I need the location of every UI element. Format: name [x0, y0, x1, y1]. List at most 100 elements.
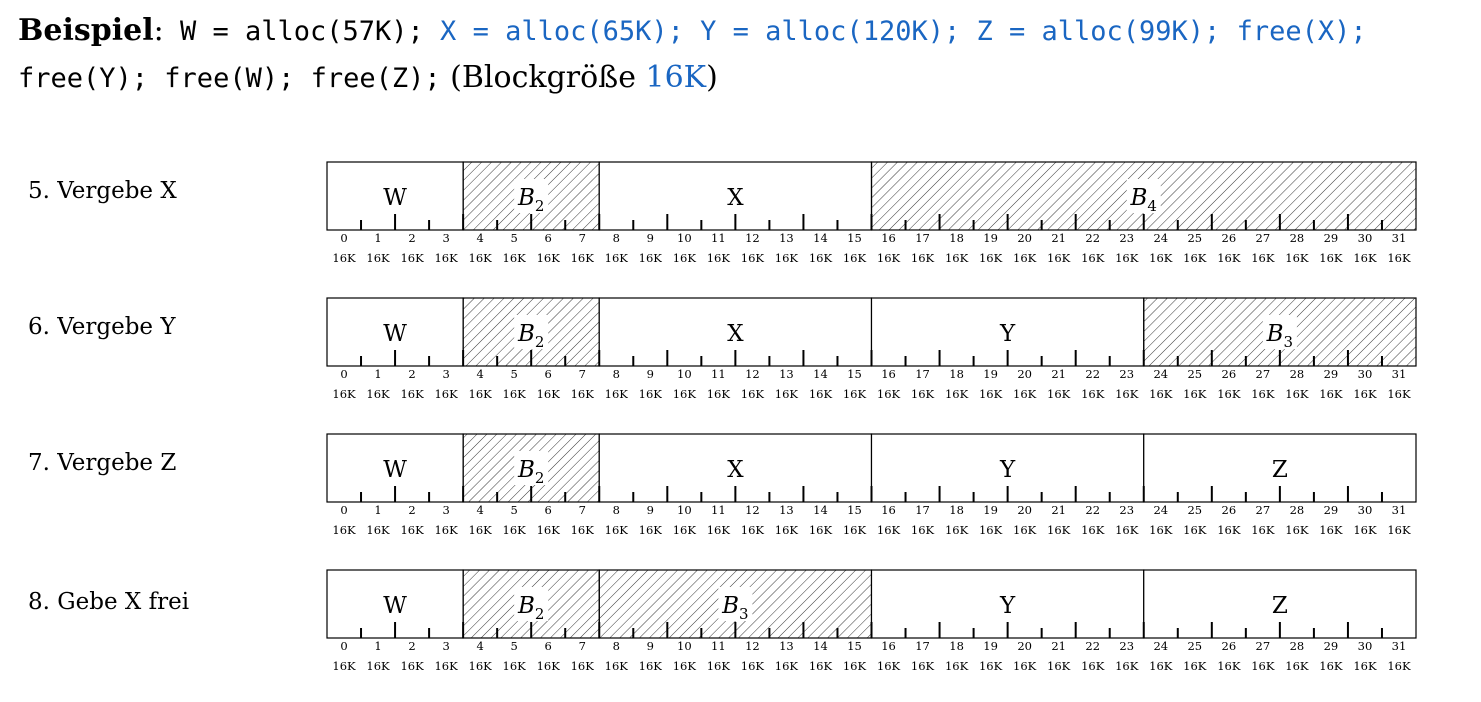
block-size-label: 16K [366, 523, 390, 537]
block-index-label: 17 [915, 231, 930, 245]
block-size-label: 16K [1319, 523, 1343, 537]
block-index-label: 15 [847, 639, 862, 653]
block-index-label: 29 [1324, 503, 1339, 517]
segment-label: Z [1272, 593, 1288, 619]
block-size-label: 16K [809, 387, 833, 401]
segment-label: Y [999, 593, 1016, 619]
block-size-label: 16K [877, 659, 901, 673]
block-size-label: 16K [366, 387, 390, 401]
block-size-label: 16K [537, 387, 561, 401]
block-size-label: 16K [877, 251, 901, 265]
example-header: Beispiel: W = alloc(57K); X = alloc(65K)… [18, 8, 1478, 102]
label-background [514, 451, 549, 485]
block-size-label: 16K [1013, 387, 1037, 401]
block-size-label: 16K [1285, 387, 1309, 401]
label-background [1126, 179, 1161, 213]
block-index-label: 5 [511, 367, 518, 381]
block-size-label: 16K [639, 659, 663, 673]
block-index-label: 19 [983, 367, 998, 381]
subscript: 2 [535, 197, 545, 215]
block-index-label: 19 [983, 503, 998, 517]
block-size-label: 16K [1285, 659, 1309, 673]
block-index-label: 0 [340, 231, 347, 245]
block-size-label: 16K [911, 387, 935, 401]
subscript: 3 [1284, 333, 1294, 351]
segment-label: W [383, 321, 407, 347]
block-index-label: 18 [949, 503, 964, 517]
block-size-label: 16K [434, 387, 458, 401]
block-index-label: 17 [915, 367, 930, 381]
block-index-label: 15 [847, 503, 862, 517]
block-size-label: 16K [877, 387, 901, 401]
block-size-label: 16K [673, 659, 697, 673]
block-size-label: 16K [1217, 659, 1241, 673]
segment-label: Z [1272, 457, 1288, 483]
block-index-label: 6 [545, 367, 552, 381]
block-index-label: 10 [677, 503, 692, 517]
block-size-label: 16K [503, 251, 527, 265]
block-size-label: 16K [1319, 659, 1343, 673]
block-size-label: 16K [605, 659, 629, 673]
block-index-label: 28 [1290, 367, 1305, 381]
block-index-label: 8 [613, 231, 620, 245]
subscript: 2 [535, 605, 545, 623]
block-index-label: 9 [647, 639, 654, 653]
block-size-label: 16K [571, 659, 595, 673]
block-size-label: 16K [1251, 387, 1275, 401]
block-index-label: 18 [949, 639, 964, 653]
subscript: 2 [535, 469, 545, 487]
block-index-label: 13 [779, 231, 794, 245]
block-size-label: 16K [1149, 523, 1173, 537]
block-size-label: 16K [843, 659, 867, 673]
block-index-label: 13 [779, 367, 794, 381]
block-size-label: 16K [1217, 523, 1241, 537]
block-index-label: 5 [511, 639, 518, 653]
block-size-label: 16K [1217, 251, 1241, 265]
block-size-label: 16K [945, 523, 969, 537]
segment-label: X [727, 457, 744, 483]
block-size-label: 16K [1353, 659, 1377, 673]
block-size-label: 16K [911, 523, 935, 537]
block-size-label: 16K [537, 523, 561, 537]
block-size-label: 16K [1115, 659, 1139, 673]
segment-label: X [727, 321, 744, 347]
block-index-label: 28 [1290, 639, 1305, 653]
block-size-label: 16K [673, 523, 697, 537]
block-index-label: 18 [949, 367, 964, 381]
header-blocksize-suffix: ) [706, 60, 718, 95]
block-index-label: 21 [1051, 503, 1066, 517]
block-size-label: 16K [1047, 251, 1071, 265]
block-index-label: 18 [949, 231, 964, 245]
block-size-label: 16K [639, 251, 663, 265]
block-index-label: 11 [711, 367, 726, 381]
block-size-label: 16K [571, 387, 595, 401]
block-size-label: 16K [843, 523, 867, 537]
block-size-label: 16K [775, 251, 799, 265]
block-size-label: 16K [1251, 251, 1275, 265]
block-size-label: 16K [1183, 523, 1207, 537]
block-index-label: 31 [1392, 367, 1407, 381]
segment-label: X [727, 185, 744, 211]
block-size-label: 16K [1183, 387, 1207, 401]
block-index-label: 0 [340, 639, 347, 653]
block-index-label: 29 [1324, 639, 1339, 653]
segment-label: Y [999, 321, 1016, 347]
block-index-label: 3 [442, 231, 449, 245]
block-size-label: 16K [1081, 523, 1105, 537]
block-index-label: 10 [677, 231, 692, 245]
block-size-label: 16K [503, 523, 527, 537]
label-background [514, 587, 549, 621]
block-index-label: 2 [408, 639, 415, 653]
block-size-label: 16K [673, 387, 697, 401]
block-index-label: 3 [442, 503, 449, 517]
block-index-label: 26 [1222, 367, 1237, 381]
block-index-label: 15 [847, 367, 862, 381]
block-size-label: 16K [775, 659, 799, 673]
block-index-label: 25 [1187, 231, 1202, 245]
block-index-label: 14 [813, 639, 828, 653]
header-blocksize-value: 16K [645, 60, 707, 95]
block-size-label: 16K [605, 387, 629, 401]
block-size-label: 16K [1387, 659, 1411, 673]
